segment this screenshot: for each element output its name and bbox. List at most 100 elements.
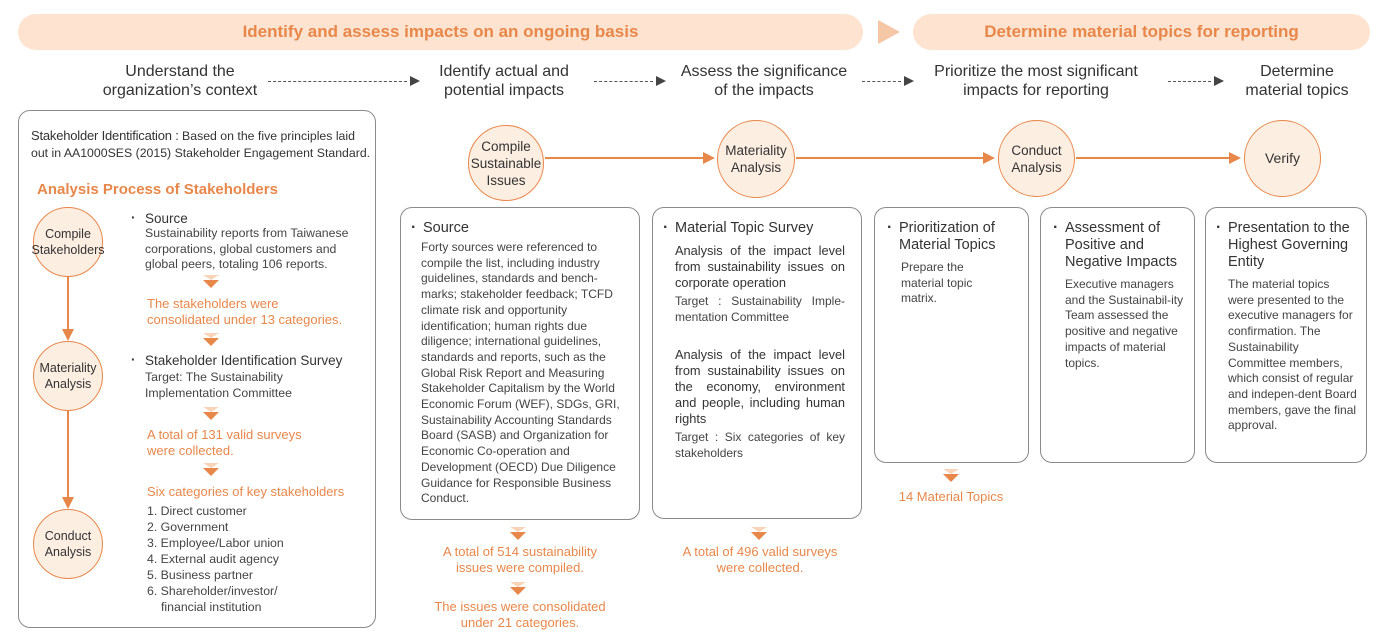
result-line: A total of 514 sustainability [443,544,597,559]
result-line: consolidated under 13 categories. [147,311,343,327]
prioritization-box-title: Prioritization of Material Topics [885,219,1018,254]
presentation-box-title: Presentation to the Highest Governing En… [1214,219,1358,271]
step-line: Determine [1260,63,1334,80]
list-item: 6. Shareholder/investor/ financial insti… [147,584,278,614]
list-item: 5. Business partner [147,568,253,582]
material-topics-result: 14 Material Topics [898,489,1004,504]
step-line: of the impacts [714,82,814,99]
phase-banner-label: Identify and assess impacts on an ongoin… [242,22,639,41]
circle-line: Conduct [44,529,92,543]
dashed-arrow-icon [268,76,420,86]
circle-line: Sustainable [470,155,542,171]
circle-line: Verify [1264,150,1300,166]
step-heading-identify: Identify actual and potential impacts [424,62,584,100]
survey-title: Stakeholder Identification Survey [131,352,342,368]
phase-banner-determine: Determine material topics for reporting [913,14,1370,50]
prioritization-box: Prioritization of Material Topics Prepar… [874,207,1029,463]
step-line: Understand the [125,63,235,80]
down-triangle-icon [510,582,526,596]
phase-arrow-icon [878,20,900,44]
down-triangle-icon [751,527,767,541]
right-arrow-icon [545,152,715,164]
source-title: Source [131,210,188,226]
stakeholders-consolidated-result: The stakeholders were consolidated under… [147,296,342,327]
step-line: impacts for reporting [963,82,1109,99]
survey-analysis-1: Analysis of the impact level from sustai… [675,243,845,290]
survey-target-2: Target : Six categories of key stakehold… [675,430,845,461]
step-line: Prioritize the most significant [934,63,1138,80]
circle-line: Analysis [44,377,92,391]
step-line: Identify actual and [439,63,569,80]
list-item: 2. Government [147,520,229,534]
issues-compiled-result: A total of 514 sustainability issues wer… [420,544,620,575]
survey-target: Target: The Sustainability Implementatio… [145,370,292,401]
issues-consolidated-result: The issues were consolidated under 21 ca… [420,599,620,630]
result-line: under 21 categories. [460,614,580,630]
intro-text: Based on the five principles laid out in… [31,129,371,160]
prioritization-box-text: Prepare the material topic matrix. [901,260,973,306]
presentation-box-text: The material topics were presented to th… [1228,277,1357,433]
assessment-box: Assessment of Positive and Negative Impa… [1040,207,1195,463]
right-arrow-icon [1076,152,1241,164]
circle-line: Analysis [1011,159,1062,175]
list-item: 1. Direct customer [147,504,247,518]
analysis-process-title: Analysis Process of Stakeholders [37,181,278,198]
categories-title: Six categories of key stakeholders [147,484,345,499]
survey-target-1: Target : Sustainability Imple-mentation … [675,294,845,324]
survey-box-title: Material Topic Survey [661,219,845,237]
step-heading-assess: Assess the significance of the impacts [672,62,856,100]
survey-analysis-2: Analysis of the impact level from sustai… [675,347,845,427]
result-line: The stakeholders were [147,296,279,311]
circle-verify: Verify [1244,120,1321,197]
step-line: Assess the significance [680,63,848,80]
assessment-box-title: Assessment of Positive and Negative Impa… [1051,219,1184,271]
step-line: organization’s context [102,82,258,99]
list-item: 3. Employee/Labor union [147,536,284,550]
material-topic-survey-box: Material Topic Survey Analysis of the im… [652,207,862,519]
intro-label: Stakeholder Identification : [31,128,179,143]
surveys-collected-result: A total of 496 valid surveys were collec… [660,544,860,575]
phase-banner-label: Determine material topics for reporting [984,22,1299,41]
down-arrow-icon [62,411,74,509]
down-arrow-icon [62,277,74,341]
down-triangle-icon [203,275,219,289]
survey-line: Implementation Committee [145,385,292,400]
source-box: Source Forty sources were referenced to … [400,207,640,520]
dashed-arrow-icon [862,76,914,86]
down-triangle-icon [203,463,219,477]
assessment-box-text: Executive managers and the Sustainabil-i… [1065,277,1184,370]
down-triangle-icon [943,469,959,483]
circle-line: Analysis [44,545,92,559]
stakeholder-category-list: 1. Direct customer 2. Government 3. Empl… [147,503,317,615]
result-line: issues were compiled. [456,559,584,575]
circle-line: Analysis [730,160,782,175]
step-heading-prioritize: Prioritize the most significant impacts … [918,62,1154,100]
circle-line: Conduct [1011,142,1062,158]
right-arrow-icon [796,152,995,164]
stakeholder-panel: Stakeholder Identification : Based on th… [18,110,376,628]
source-box-title: Source [409,219,627,237]
result-line: A total of 131 valid surveys [147,427,302,442]
step-line: material topics [1245,82,1349,99]
circle-line: Stakeholders [31,243,105,257]
circle-line: Compile [481,138,531,154]
surveys-collected-result: A total of 131 valid surveys were collec… [147,427,302,458]
circle-line: Materiality [725,143,787,158]
result-line: were collected. [147,442,234,458]
step-heading-determine: Determine material topics [1232,62,1362,100]
presentation-box: Presentation to the Highest Governing En… [1205,207,1367,463]
dashed-arrow-icon [1168,76,1224,86]
step-line: potential impacts [443,82,565,99]
survey-line: Target: The Sustainability [145,370,283,384]
circle-line: Materiality [39,361,97,375]
circle-line: Issues [486,172,526,188]
down-triangle-icon [203,333,219,347]
dashed-arrow-icon [594,76,666,86]
result-line: A total of 496 valid surveys [682,544,838,559]
result-line: The issues were consolidated [434,599,606,614]
